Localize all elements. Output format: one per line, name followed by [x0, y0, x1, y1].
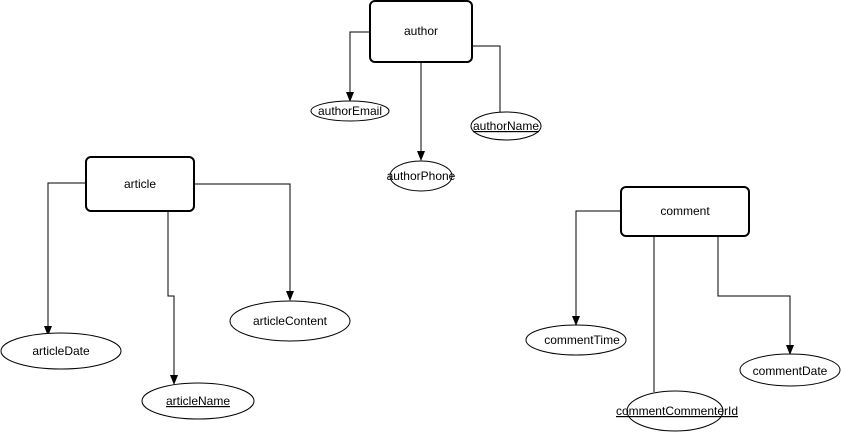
entity-article[interactable]: article — [85, 156, 195, 212]
attribute-ellipse — [525, 324, 627, 356]
attribute-ellipse — [141, 382, 255, 420]
attribute-ellipse — [626, 390, 724, 432]
entity-label: author — [404, 24, 438, 38]
connector-author-authorname — [472, 45, 501, 116]
attribute-authorphone[interactable]: authorPhone — [387, 160, 456, 192]
attribute-articledate[interactable]: articleDate — [0, 332, 122, 370]
connector-comment-commenttime — [572, 210, 621, 326]
attribute-authorname[interactable]: authorName — [470, 111, 542, 141]
connector-article-articledate — [44, 182, 86, 336]
attribute-label: articleContent — [253, 314, 328, 328]
connector-article-articlecontent — [194, 183, 294, 301]
attribute-commentcommenterid[interactable]: commentCommenterId — [616, 390, 738, 432]
attribute-ellipse — [310, 100, 390, 122]
entity-label: comment — [660, 204, 710, 218]
attribute-ellipse — [229, 300, 351, 342]
attribute-label: articleName — [166, 394, 230, 408]
attribute-commenttime[interactable]: commentTime — [525, 324, 627, 356]
attribute-ellipse — [0, 332, 122, 370]
attribute-label: commentDate — [753, 364, 828, 378]
attribute-label: authorPhone — [387, 169, 456, 183]
entity-label: article — [124, 177, 156, 191]
attribute-ellipse — [470, 111, 542, 141]
entity-box — [369, 0, 473, 63]
entity-comment[interactable]: comment — [620, 186, 750, 237]
attribute-label: commentCommenterId — [616, 404, 738, 418]
attribute-commentdate[interactable]: commentDate — [739, 353, 841, 387]
attribute-authoremail[interactable]: authorEmail — [310, 100, 390, 122]
attribute-label: authorName — [473, 119, 539, 133]
entity-box — [620, 186, 750, 237]
attribute-articlecontent[interactable]: articleContent — [229, 300, 351, 342]
connectors — [44, 31, 794, 392]
connector-article-articlename — [167, 211, 178, 385]
attribute-ellipse — [739, 353, 841, 387]
connector-comment-commentdate — [717, 237, 794, 355]
entity-author[interactable]: author — [369, 0, 473, 63]
connector-author-authoremail — [346, 31, 370, 102]
attribute-label: authorEmail — [318, 104, 382, 118]
attribute-articlename[interactable]: articleName — [141, 382, 255, 420]
attribute-label: articleDate — [32, 344, 90, 358]
entity-box — [85, 156, 195, 212]
attribute-ellipse — [389, 160, 453, 192]
attribute-label: commentTime — [544, 333, 620, 347]
